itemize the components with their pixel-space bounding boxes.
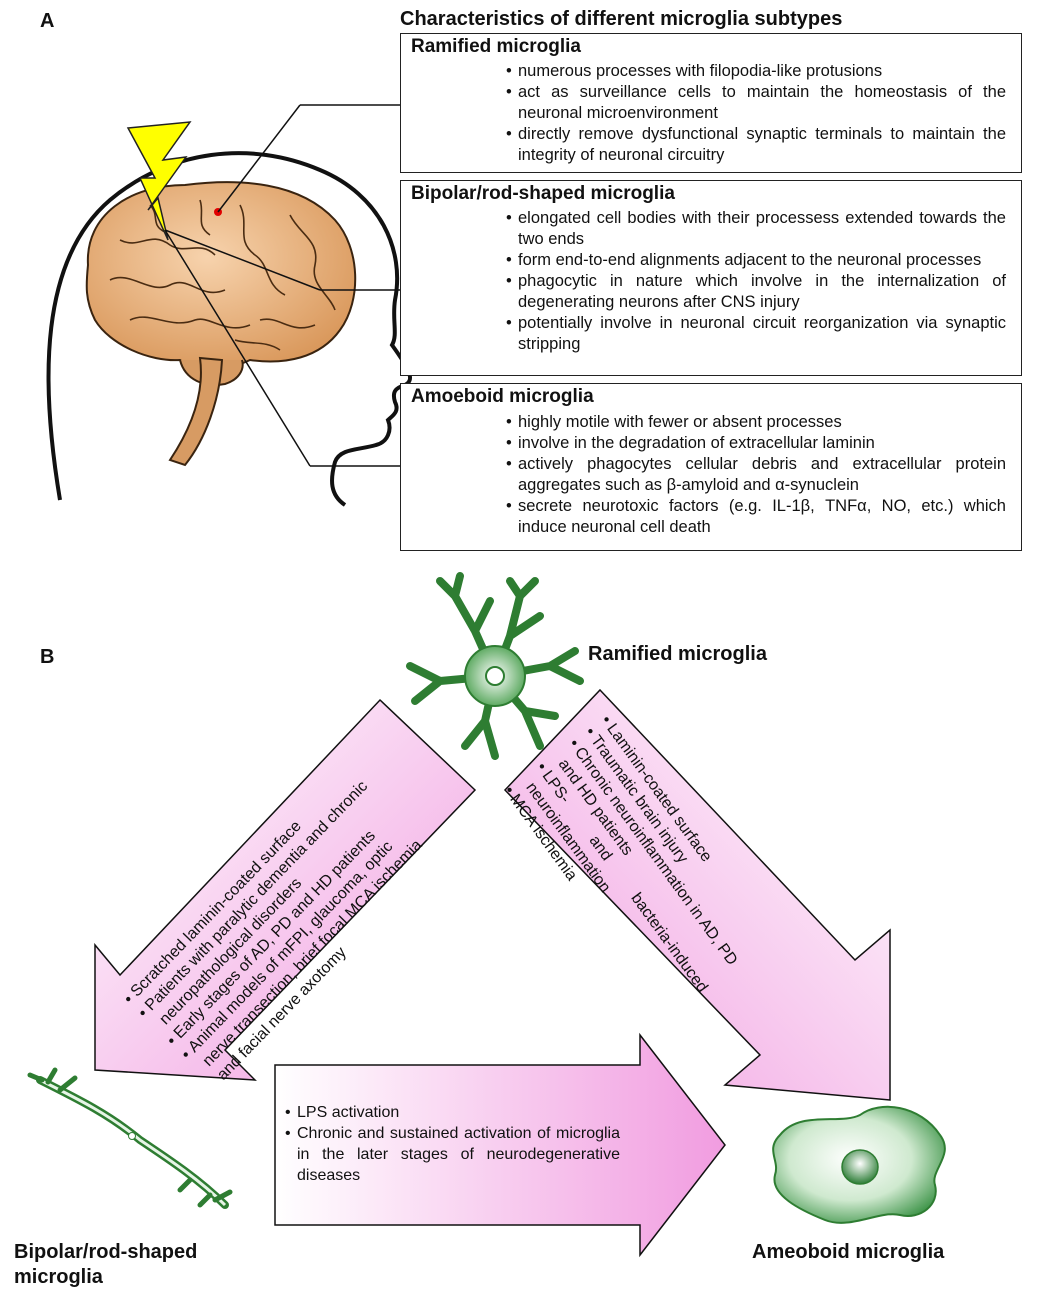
list-item: numerous processes with filopodia-like p…	[506, 61, 1006, 82]
list-item: involve in the degradation of extracellu…	[506, 433, 1006, 454]
lightning-icon	[126, 121, 192, 241]
bipolar-label: Bipolar/rod-shaped microglia	[14, 1240, 197, 1290]
bipolar-icon-large	[27, 1067, 233, 1209]
bipolar-bullets: elongated cell bodies with their process…	[506, 208, 1006, 355]
list-item: form end-to-end alignments adjacent to t…	[506, 250, 1006, 271]
bottom-arrow-text: LPS activation Chronic and sustained act…	[285, 1102, 620, 1186]
list-item: Chronic and sustained activation of micr…	[285, 1123, 620, 1186]
brain	[85, 181, 357, 370]
list-item: elongated cell bodies with their process…	[506, 208, 1006, 250]
list-item: secrete neurotoxic factors (e.g. IL-1β, …	[506, 496, 1006, 538]
ameoboid-label: Ameoboid microglia	[752, 1241, 945, 1263]
amoeboid-box: Amoeboid microglia highly motile with fe…	[400, 383, 1022, 551]
amoeboid-bullets: highly motile with fewer or absent proce…	[506, 412, 1006, 538]
list-item: act as surveillance cells to maintain th…	[506, 82, 1006, 124]
ramified-box: Ramified microglia numerous processes wi…	[400, 33, 1022, 173]
head-outline	[46, 151, 413, 507]
bipolar-label-line2: microglia	[14, 1266, 103, 1288]
panel-b-letter: B	[40, 646, 55, 668]
ramified-label: Ramified microglia	[588, 643, 767, 665]
bipolar-title: Bipolar/rod-shaped microglia	[411, 183, 675, 204]
panel-a-letter: A	[40, 10, 55, 32]
amoeboid-title: Amoeboid microglia	[411, 386, 594, 407]
bipolar-label-line1: Bipolar/rod-shaped	[14, 1241, 198, 1263]
list-item: directly remove dysfunctional synaptic t…	[506, 124, 1006, 166]
left-arrow	[94, 698, 477, 1081]
list-item: potentially involve in neuronal circuit …	[506, 313, 1006, 355]
panel-a-title: Characteristics of different microglia s…	[400, 8, 843, 30]
bipolar-box: Bipolar/rod-shaped microglia elongated c…	[400, 180, 1022, 376]
ramified-bullets: numerous processes with filopodia-like p…	[506, 61, 1006, 166]
amoeboid-icon-large	[772, 1105, 946, 1224]
list-item: actively phagocytes cellular debris and …	[506, 454, 1006, 496]
ramified-icon-large	[406, 572, 584, 760]
list-item: highly motile with fewer or absent proce…	[506, 412, 1006, 433]
list-item: LPS activation	[285, 1102, 620, 1123]
connector-lines	[164, 104, 400, 467]
list-item: phagocytic in nature which involve in th…	[506, 271, 1006, 313]
ramified-title: Ramified microglia	[411, 36, 581, 57]
